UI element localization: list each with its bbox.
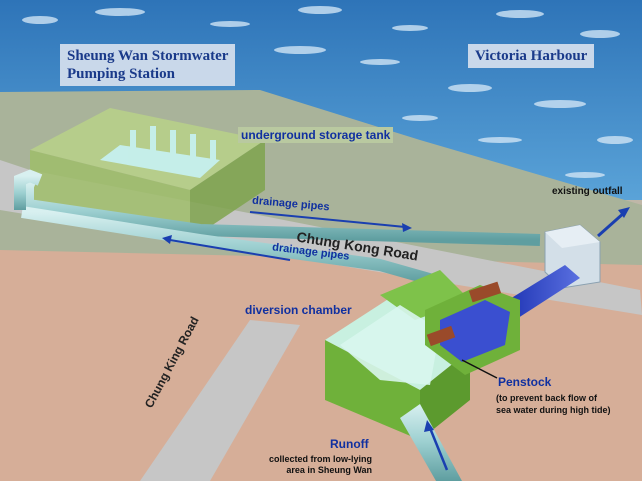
flow-arrow-upper bbox=[249, 211, 406, 228]
drainage-pipe-bend bbox=[14, 169, 43, 210]
outfall-arrow bbox=[597, 210, 626, 238]
drainage-pipe-lower bbox=[21, 206, 442, 288]
runoff-note-line2: area in Sheung Wan bbox=[286, 465, 372, 475]
diversion-chamber-wall-side bbox=[420, 350, 470, 440]
penstock-water bbox=[440, 300, 510, 362]
flow-arrow-lower bbox=[169, 239, 291, 261]
station-title-line2: Pumping Station bbox=[67, 66, 175, 82]
penstock-gate-2 bbox=[426, 325, 456, 347]
harbour-title: Victoria Harbour bbox=[475, 48, 588, 64]
runoff-pipe bbox=[400, 404, 462, 481]
chung-king-road-surface bbox=[140, 320, 300, 481]
station-title-box: Sheung Wan Stormwater Pumping Station bbox=[60, 44, 236, 86]
drainage-pipe-upper bbox=[22, 176, 541, 246]
runoff-note-line1: collected from low-lying bbox=[268, 454, 372, 464]
penstock-gate-1 bbox=[468, 281, 502, 303]
storage-tank-label: underground storage tank bbox=[238, 127, 394, 143]
penstock-note-line1: (to prevent back flow of bbox=[496, 393, 598, 403]
diversion-water bbox=[340, 305, 440, 385]
harbour-title-box: Victoria Harbour bbox=[468, 44, 595, 68]
penstock-pointer bbox=[461, 359, 498, 379]
diversion-chamber-wall-front bbox=[325, 340, 420, 440]
storage-tank-side bbox=[190, 140, 265, 240]
penstock-note-line2: sea water during high tide) bbox=[496, 405, 611, 415]
station-title-line1: Sheung Wan Stormwater bbox=[67, 48, 229, 64]
penstock-note: (to prevent back flow of sea water durin… bbox=[496, 392, 611, 416]
runoff-arrow bbox=[428, 427, 449, 471]
existing-outfall-label: existing outfall bbox=[552, 186, 623, 197]
tank-interior-water bbox=[100, 126, 220, 178]
runoff-note: collected from low-lying area in Sheung … bbox=[252, 454, 372, 476]
penstock-label: Penstock bbox=[498, 375, 552, 389]
diversion-chamber-label: diversion chamber bbox=[245, 303, 352, 317]
wave-highlights bbox=[22, 6, 633, 178]
runoff-label: Runoff bbox=[330, 437, 369, 451]
